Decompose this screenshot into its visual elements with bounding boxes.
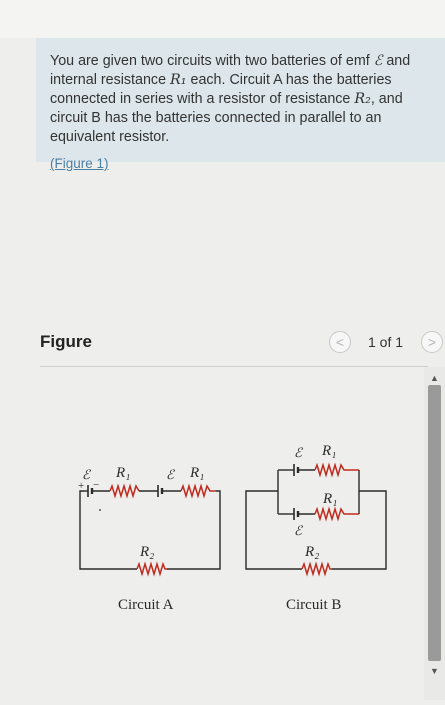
figure-title: Figure	[40, 332, 92, 351]
r1-symbol: R₁	[170, 72, 187, 88]
circuit-b	[245, 462, 387, 577]
emf-symbol: ℰ	[373, 53, 383, 69]
circuit-diagram: + − ℰ R₁ ℰ R₁ R₂ Circuit A	[78, 443, 387, 613]
scroll-thumb[interactable]	[428, 385, 441, 661]
circuit-b-r2-label: R₂	[304, 544, 319, 560]
circuit-b-wire	[245, 490, 302, 570]
next-figure-button[interactable]: >	[421, 331, 443, 353]
chevron-left-icon: <	[335, 334, 345, 350]
circuit-a-wire	[167, 490, 221, 570]
top-strip	[0, 0, 445, 38]
circuit-a-r2-label: R₂	[139, 544, 154, 560]
circuit-b-r1-bottom-label: R₁	[322, 491, 337, 507]
circuit-a	[79, 483, 221, 577]
chevron-right-icon: >	[427, 334, 437, 350]
problem-text-segment: connected in series with a resistor of r…	[50, 91, 351, 107]
figure-scrollbar[interactable]: ▲ ▼	[424, 367, 445, 700]
circuit-a-wire	[79, 490, 137, 570]
problem-text: You are given two circuits with two batt…	[50, 52, 433, 147]
circuit-a-emf-2-label: ℰ	[166, 467, 175, 482]
resistor-r1-a-icon	[109, 483, 140, 499]
circuit-a-emf-1-label: ℰ	[82, 467, 91, 482]
battery-bottom-icon	[293, 508, 315, 520]
problem-text-segment: and	[386, 53, 411, 69]
previous-figure-button[interactable]: <	[329, 331, 351, 353]
problem-text-segment: You are given two circuits with two batt…	[50, 53, 370, 69]
circuit-b-r1-top-label: R₁	[321, 443, 336, 459]
battery-top-icon	[293, 464, 315, 476]
circuit-b-emf-bottom-label: ℰ	[294, 523, 303, 538]
scroll-down-arrow[interactable]: ▼	[430, 666, 439, 676]
circuit-a-r1-b-label: R₁	[189, 465, 204, 481]
r2-symbol: R₂	[354, 91, 371, 107]
figure-counter: 1 of 1	[368, 334, 404, 350]
figure-1-link[interactable]: (Figure 1)	[50, 156, 109, 171]
circuit-a-minus: −	[93, 479, 99, 491]
circuit-b-caption: Circuit B	[286, 597, 341, 613]
problem-text-segment: circuit B has the batteries connected in…	[50, 110, 382, 126]
battery-2-icon	[157, 485, 181, 497]
resistor-r1-top-icon	[314, 462, 359, 478]
problem-text-segment: internal resistance	[50, 72, 167, 88]
figure-area: + − ℰ R₁ ℰ R₁ R₂ Circuit A	[40, 367, 424, 700]
problem-text-segment: equivalent resistor.	[50, 129, 170, 145]
circuit-a-plus: +	[78, 480, 84, 492]
figure-header: Figure < 1 of 1 >	[40, 330, 445, 356]
problem-text-segment: , and	[370, 91, 403, 107]
resistor-r1-b-icon	[180, 483, 216, 499]
problem-text-segment: each. Circuit A has the batteries	[190, 72, 392, 88]
battery-1-icon	[84, 485, 110, 497]
resistor-r2-a-icon	[136, 561, 167, 577]
circuit-b-emf-top-label: ℰ	[294, 445, 303, 460]
problem-statement-card: You are given two circuits with two batt…	[36, 38, 445, 171]
resistor-r2-b-icon	[301, 561, 332, 577]
circuit-b-wire	[332, 490, 387, 570]
resistor-r1-bottom-icon	[314, 506, 359, 522]
circuit-a-r1-a-label: R₁	[115, 465, 130, 481]
figure-divider	[40, 366, 428, 367]
scroll-up-arrow[interactable]: ▲	[430, 373, 439, 383]
circuit-a-caption: Circuit A	[118, 597, 174, 613]
